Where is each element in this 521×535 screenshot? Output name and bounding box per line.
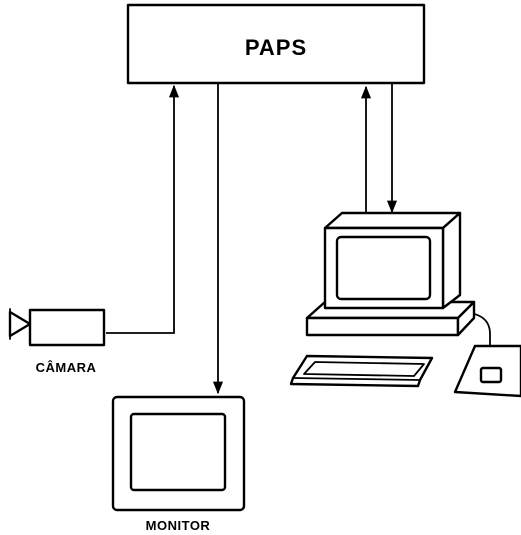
- tablet-puck-icon: [479, 366, 503, 384]
- monitor-screen-icon: [129, 412, 227, 492]
- camera-body-icon: [28, 308, 106, 347]
- crt-side-face: [441, 211, 462, 310]
- monitor-label: MONITOR: [146, 518, 211, 533]
- workstation-base-side: [456, 300, 476, 337]
- paps-node: PAPS: [126, 3, 426, 85]
- workstation-node: [289, 211, 521, 398]
- camera-label: CÂMARA: [36, 360, 97, 375]
- crt-screen-icon: [335, 235, 432, 301]
- keyboard-keys-area: [303, 361, 425, 377]
- keyboard-front-edge: [292, 377, 421, 381]
- camera-node: CÂMARA: [8, 308, 106, 375]
- monitor-node: MONITOR: [111, 395, 246, 533]
- workstation-base-icon: [305, 316, 460, 337]
- crt-top-face: [323, 211, 462, 230]
- paps-box: [126, 3, 426, 85]
- camera-lens-icon: [8, 310, 32, 338]
- keyboard-icon: [289, 354, 434, 388]
- camera-to-paps-connector: [106, 84, 180, 334]
- paps-label: PAPS: [245, 35, 307, 60]
